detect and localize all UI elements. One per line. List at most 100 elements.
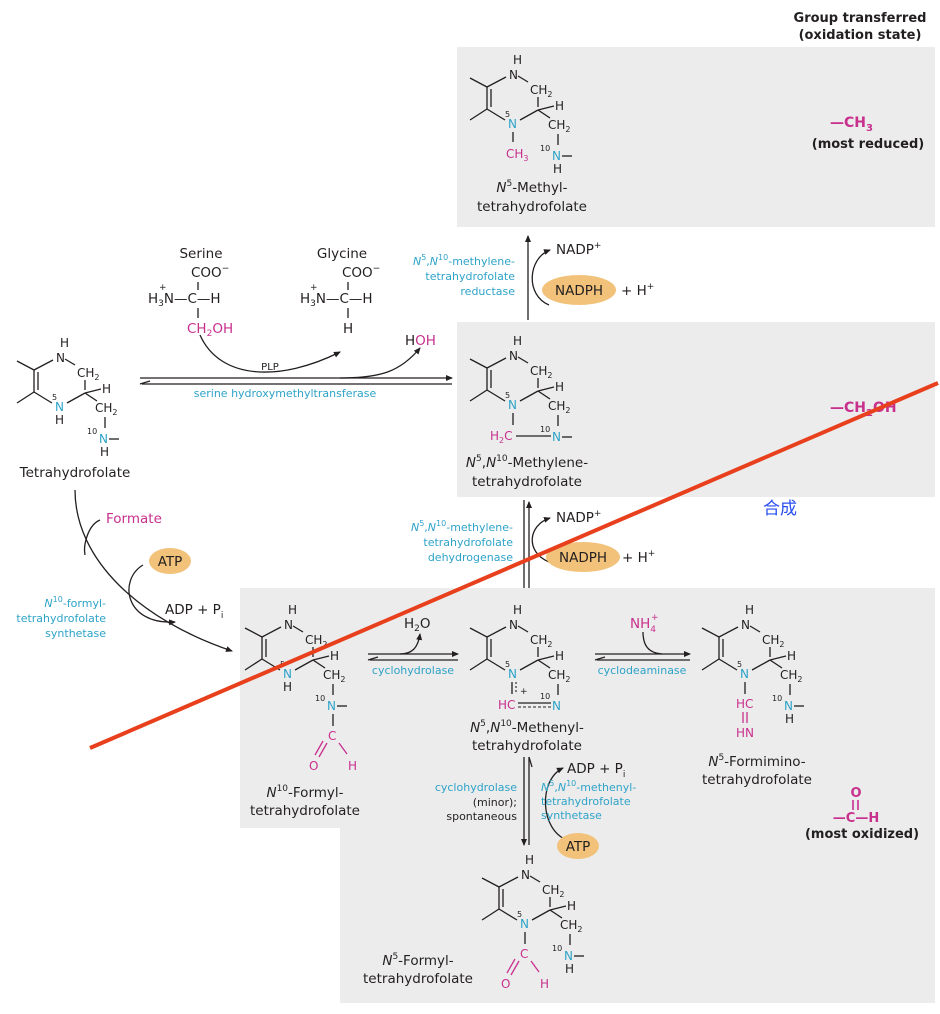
svg-text:CH2: CH2 xyxy=(542,883,565,899)
serine-to-glycine-curve xyxy=(199,334,341,373)
svg-text:HN: HN xyxy=(736,726,754,740)
atp-label: ATP xyxy=(158,554,183,570)
svg-text:5: 5 xyxy=(505,391,510,400)
methenyl-thf-name1: N5,N10-Methenyl- xyxy=(470,719,584,736)
svg-text:HC: HC xyxy=(736,697,753,711)
svg-text:N: N xyxy=(284,618,293,632)
svg-text:CH2: CH2 xyxy=(548,399,571,415)
svg-text:O: O xyxy=(850,786,861,801)
compound-methenyl-thf: H N CH2 H 5 N CH2 + HC 10 N xyxy=(469,603,571,713)
enzyme-cyclodeaminase: cyclodeaminase xyxy=(598,664,687,677)
svg-text:+: + xyxy=(159,283,167,293)
svg-text:N: N xyxy=(508,117,517,131)
svg-text:H: H xyxy=(102,382,111,396)
svg-text:N: N xyxy=(509,68,518,82)
svg-text:reductase: reductase xyxy=(460,285,515,298)
handwritten-annotation: 合成 xyxy=(763,499,797,519)
nadp-plus-label: NADP+ xyxy=(556,241,601,258)
svg-text:tetrahydrofolate: tetrahydrofolate xyxy=(541,795,631,808)
svg-text:H: H xyxy=(525,853,534,867)
nadph-pill xyxy=(542,275,616,305)
nadph-label-2: NADPH xyxy=(559,550,607,566)
svg-text:CH2: CH2 xyxy=(560,918,583,934)
n10-formyl-thf-name1: N10-Formyl- xyxy=(266,784,343,801)
svg-text:tetrahydrofolate: tetrahydrofolate xyxy=(16,612,106,625)
svg-text:spontaneous: spontaneous xyxy=(446,810,517,823)
thf-name: Tetrahydrofolate xyxy=(19,465,131,481)
svg-text:CH2: CH2 xyxy=(780,668,803,684)
svg-text:N5,N10-methenyl-: N5,N10-methenyl- xyxy=(541,779,636,794)
h2o-label: H2O xyxy=(404,616,431,634)
glycine-label: Glycine xyxy=(317,246,367,262)
svg-text:H: H xyxy=(330,649,339,663)
atp-label-2: ATP xyxy=(566,839,591,855)
svg-text:N: N xyxy=(552,699,561,713)
glycine: Glycine COO− + H3N—C—H H xyxy=(300,246,380,337)
svg-text:N: N xyxy=(55,400,64,414)
svg-text:H: H xyxy=(343,321,353,337)
svg-text:N10-formyl-: N10-formyl- xyxy=(44,595,106,610)
svg-text:dehydrogenase: dehydrogenase xyxy=(428,551,513,564)
svg-text:N: N xyxy=(508,398,517,412)
svg-text:5: 5 xyxy=(52,393,57,402)
svg-text:tetrahydrofolate: tetrahydrofolate xyxy=(423,536,513,549)
svg-text:CH2: CH2 xyxy=(762,633,785,649)
enzyme-reductase: N5,N10-methylene- tetrahydrofolate reduc… xyxy=(413,253,515,298)
enzyme-cyclohydrolase: cyclohydrolase xyxy=(372,664,454,677)
svg-text:N5,N10-methylene-: N5,N10-methylene- xyxy=(411,519,513,534)
svg-text:H: H xyxy=(555,380,564,394)
svg-text:CH2: CH2 xyxy=(548,668,571,684)
svg-text:CH2: CH2 xyxy=(323,668,346,684)
compound-n5-formyl-thf: H N CH2 H 5 N CH2 C O H 10 N H xyxy=(481,853,584,991)
serine: Serine COO− + H3N—C—H CH2OH xyxy=(148,246,233,339)
nadph-pill-2 xyxy=(546,542,620,572)
hoh-label: HOH xyxy=(405,333,436,349)
svg-text:synthetase: synthetase xyxy=(45,627,106,640)
svg-text:COO−: COO− xyxy=(191,264,229,281)
svg-text:CH2: CH2 xyxy=(530,83,553,99)
svg-text:N: N xyxy=(509,618,518,632)
svg-text:5: 5 xyxy=(517,910,522,919)
svg-text:N: N xyxy=(521,868,530,882)
svg-text:N: N xyxy=(56,351,65,365)
svg-text:N: N xyxy=(99,432,108,446)
svg-text:CH2: CH2 xyxy=(530,633,553,649)
svg-text:H3N—C—H: H3N—C—H xyxy=(148,291,221,309)
plp-label: PLP xyxy=(261,362,279,373)
svg-text:HC: HC xyxy=(498,698,515,712)
svg-text:H: H xyxy=(567,899,576,913)
methenyl-thf-name2: tetrahydrofolate xyxy=(472,738,582,754)
strike-through-line xyxy=(89,381,939,750)
h-plus-label-2: + H+ xyxy=(622,549,655,566)
svg-text:N: N xyxy=(509,349,518,363)
svg-text:H3N—C—H: H3N—C—H xyxy=(300,291,373,309)
svg-text:C: C xyxy=(520,947,528,961)
panel-formyl xyxy=(240,588,935,1003)
svg-text:CH2: CH2 xyxy=(530,364,553,380)
column-title-line1: Group transferred xyxy=(794,11,927,26)
svg-text:CH2: CH2 xyxy=(305,633,328,649)
svg-text:tetrahydrofolate: tetrahydrofolate xyxy=(425,270,515,283)
svg-text:H: H xyxy=(555,649,564,663)
atp-pill-2 xyxy=(557,833,599,859)
nh4-curve xyxy=(642,631,663,655)
svg-text:+: + xyxy=(310,283,318,293)
atp-curve-2 xyxy=(544,767,568,841)
svg-text:N: N xyxy=(327,699,336,713)
adp-pi-label: ADP + Pi xyxy=(165,602,223,621)
svg-text:CH2: CH2 xyxy=(77,366,100,382)
methylene-thf-name2: tetrahydrofolate xyxy=(472,474,582,490)
svg-text:(minor);: (minor); xyxy=(473,796,517,809)
svg-text:H: H xyxy=(55,413,64,427)
svg-text:H2C: H2C xyxy=(490,429,513,445)
thf-ring: H N CH2 H 5 N CH2 CH3 10 N H xyxy=(469,53,572,176)
n5-methyl-thf-name1: N5-Methyl- xyxy=(496,179,567,196)
svg-text:H: H xyxy=(540,977,549,991)
panel-methylene xyxy=(457,322,935,497)
svg-text:10: 10 xyxy=(540,692,550,701)
methylene-thf-name1: N5,N10-Methylene- xyxy=(466,454,588,471)
group-hydroxymethyl-formula: —CH xyxy=(830,400,866,416)
compound-formimino-thf: H N CH2 H 5 N CH2 HC HN 10 N H xyxy=(701,603,804,740)
compound-n5-methyl-thf: H N CH2 H 5 N CH2 CH3 10 N H xyxy=(469,53,572,176)
